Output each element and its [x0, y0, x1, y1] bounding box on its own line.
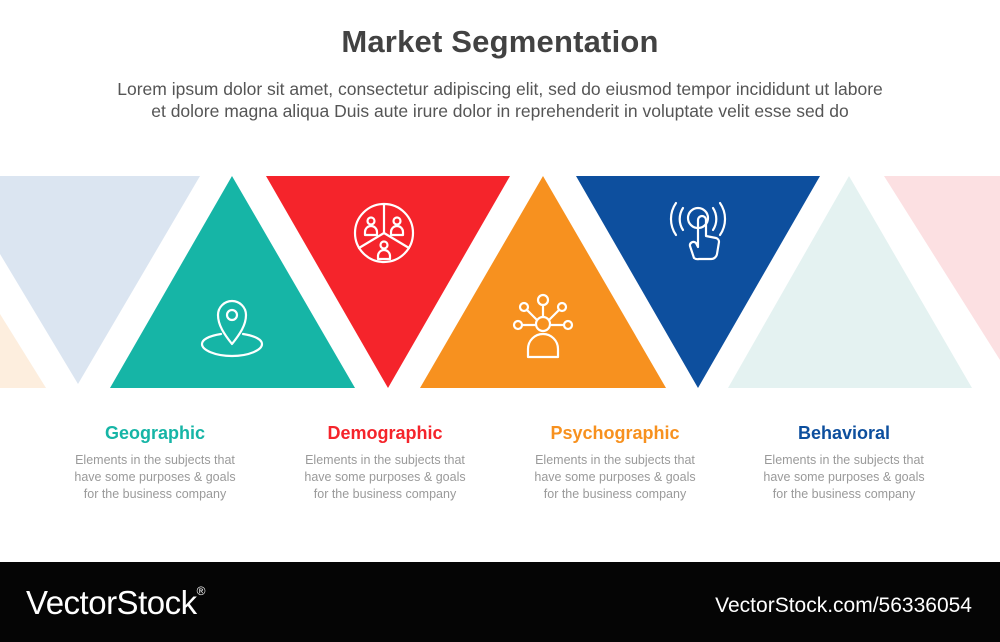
desc-line: Elements in the subjects that [535, 453, 695, 467]
brand-name: VectorStock [26, 584, 197, 621]
desc-line: for the business company [543, 487, 687, 501]
vectorstock-logo: VectorStock® [26, 584, 205, 622]
page-subtitle: Lorem ipsum dolor sit amet, consectetur … [40, 78, 960, 122]
segment-label-behavioral: Behavioral [797, 423, 891, 443]
triangle-demographic [266, 176, 510, 388]
segment-desc-demographic: Elements in the subjects that have some … [275, 452, 495, 503]
triangle-geographic [110, 176, 355, 388]
segment-triangle-band [0, 176, 1000, 388]
faded-triangle-far-right [884, 176, 1000, 360]
tap-hand-icon [669, 201, 727, 261]
desc-line: have some purposes & goals [763, 470, 925, 484]
segment-label-demographic: Demographic [327, 423, 443, 443]
segment-label-psychographic: Psychographic [550, 423, 680, 443]
triangle-behavioral [576, 176, 820, 388]
people-pie-icon [353, 202, 415, 264]
desc-line: Elements in the subjects that [75, 453, 235, 467]
triangle-psychographic [420, 176, 666, 388]
person-network-icon [512, 293, 574, 359]
faded-triangle-right [728, 176, 972, 388]
desc-line: have some purposes & goals [304, 470, 466, 484]
location-pin-icon [200, 299, 264, 358]
desc-line: for the business company [772, 487, 916, 501]
desc-line: for the business company [313, 487, 457, 501]
subtitle-line-2: et dolore magna aliqua Duis aute irure d… [151, 101, 849, 121]
subtitle-line-1: Lorem ipsum dolor sit amet, consectetur … [117, 79, 883, 99]
desc-line: have some purposes & goals [74, 470, 236, 484]
trademark-symbol: ® [196, 584, 206, 598]
segment-label-geographic: Geographic [104, 423, 206, 443]
segment-desc-psychographic: Elements in the subjects that have some … [505, 452, 725, 503]
desc-line: have some purposes & goals [534, 470, 696, 484]
faded-triangle-left-bottom [0, 314, 46, 388]
desc-line: Elements in the subjects that [305, 453, 465, 467]
faded-triangle-left [0, 176, 200, 384]
desc-line: Elements in the subjects that [764, 453, 924, 467]
image-id-text: VectorStock.com/56336054 [715, 594, 972, 617]
desc-line: for the business company [83, 487, 227, 501]
segment-desc-geographic: Elements in the subjects that have some … [45, 452, 265, 503]
watermark-footer: VectorStock® VectorStock.com/56336054 [0, 562, 1000, 642]
segment-desc-behavioral: Elements in the subjects that have some … [734, 452, 954, 503]
page-title: Market Segmentation [341, 24, 659, 59]
